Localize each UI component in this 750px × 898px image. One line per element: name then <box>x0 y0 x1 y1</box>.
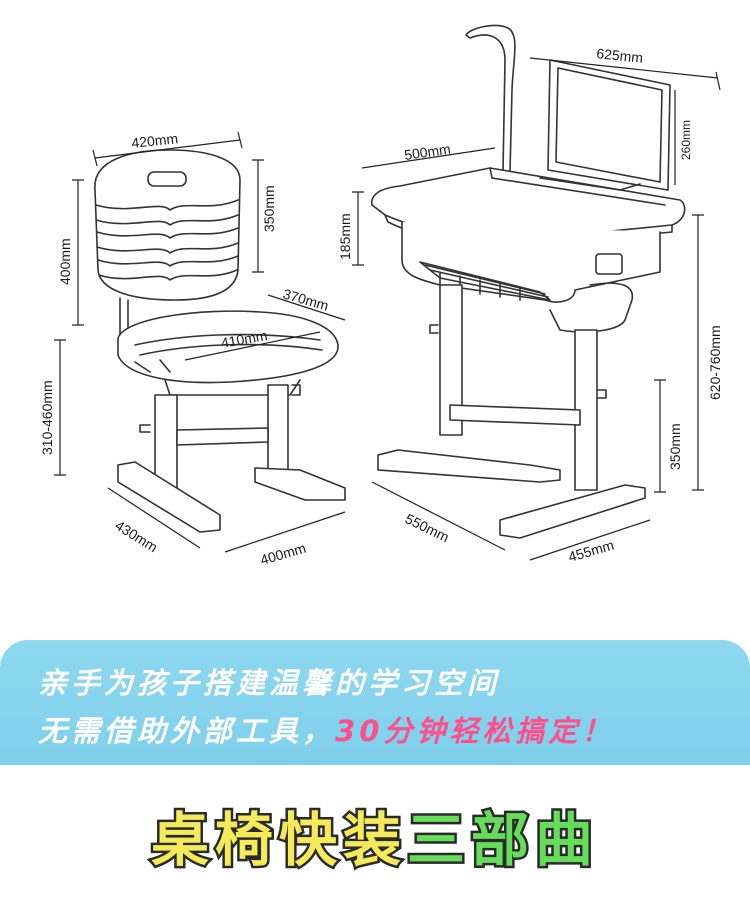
dim-chair-seat-depth: 370mm <box>281 286 330 314</box>
dim-chair-seat-height: 310-460mm <box>39 380 55 455</box>
dim-chair-back-width: 420mm <box>131 130 179 151</box>
slogan-line-2-prefix: 无需借助外部工具， <box>38 714 336 748</box>
section-title-text: 桌椅快装三部曲 <box>148 800 600 880</box>
slogan-line-2: 无需借助外部工具，30分钟轻松搞定！ <box>38 708 614 750</box>
slogan-line-1: 亲手为孩子搭建温馨的学习空间 <box>38 666 501 700</box>
dim-chair-base-width: 400mm <box>258 540 307 568</box>
dim-desk-top-width: 500mm <box>403 141 451 163</box>
dim-desk-board-width: 625mm <box>596 45 644 66</box>
dim-desk-board-height: 260mm <box>679 120 693 160</box>
dim-chair-base-depth: 430mm <box>112 517 160 555</box>
dim-desk-height: 620-760mm <box>707 325 723 400</box>
dim-chair-seat-width: 410mm <box>220 327 269 351</box>
chair-illustration <box>94 149 346 533</box>
dimension-lines <box>54 57 721 561</box>
desk-illustration <box>371 24 686 539</box>
dim-desk-base-depth: 455mm <box>566 537 615 565</box>
title-part-2: 三部曲 <box>404 804 600 877</box>
slogan-line-2-highlight: 30分钟轻松搞定！ <box>335 714 615 748</box>
furniture-dimension-drawing: 420mm 350mm 400mm 370mm 410mm 310-460mm … <box>39 24 723 568</box>
dim-desk-lower-height: 350mm <box>667 423 683 470</box>
slogan-banner: 亲手为孩子搭建温馨的学习空间 无需借助外部工具，30分钟轻松搞定！ <box>0 640 750 765</box>
dim-desk-drawer-height: 185mm <box>337 213 353 260</box>
dim-chair-back-height: 350mm <box>261 185 277 232</box>
section-title: 桌椅快装三部曲 <box>0 786 750 898</box>
title-part-1: 桌椅快装 <box>148 804 407 877</box>
dim-chair-total-height: 400mm <box>57 238 73 285</box>
dim-desk-base-length: 550mm <box>403 510 452 545</box>
